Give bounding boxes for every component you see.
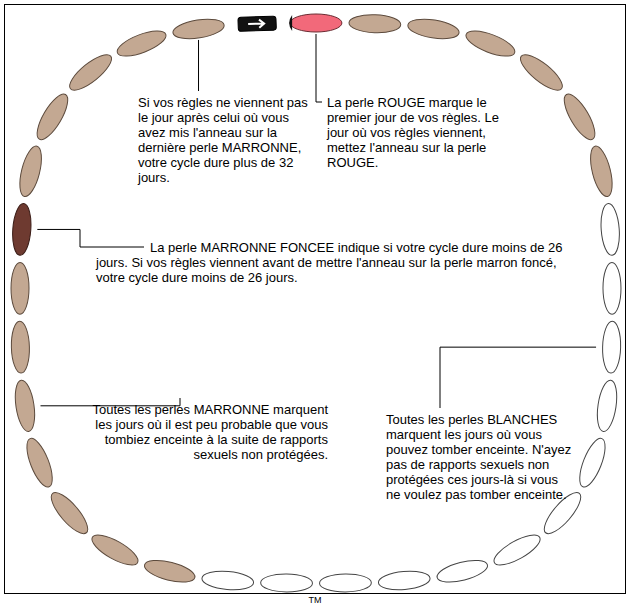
- bead: [378, 569, 431, 591]
- bead-shape: [114, 26, 169, 61]
- direction-arrow: [248, 19, 264, 28]
- bead-shape: [490, 530, 544, 571]
- bead-shape: [406, 16, 460, 42]
- bead: [114, 26, 169, 61]
- bead-ring: [11, 14, 622, 592]
- bead-shape: [349, 14, 401, 34]
- trademark-mark: TM: [295, 595, 335, 606]
- bead-shape: [594, 379, 619, 433]
- bead-shape: [575, 435, 611, 490]
- bead: [11, 321, 30, 373]
- leader-line: [198, 40, 199, 91]
- bead: [172, 16, 226, 42]
- bead-shape: [16, 144, 46, 199]
- bead-shape: [46, 488, 93, 539]
- bead-shape: [11, 321, 30, 373]
- bead-shape: [11, 262, 29, 314]
- bead-shape: [201, 569, 254, 591]
- leader-line: [37, 229, 144, 247]
- bead-shape: [11, 203, 33, 256]
- bead: [32, 90, 74, 144]
- bead: [603, 262, 621, 314]
- leader-line: [440, 347, 596, 408]
- bead-shape: [435, 556, 490, 586]
- bead: [599, 203, 621, 256]
- bead-shape: [599, 203, 621, 256]
- leader-lines: [37, 34, 596, 408]
- ring-marker: [238, 16, 276, 31]
- bead: [22, 435, 58, 490]
- bead: [88, 530, 142, 571]
- bead-shape: [22, 435, 58, 490]
- bead: [65, 49, 117, 96]
- frame-border: [5, 5, 626, 594]
- bead-shape: [12, 379, 37, 433]
- callout-text: La perle ROUGE marque le premier jour de…: [327, 95, 515, 170]
- bead-shape: [559, 90, 601, 144]
- bead-shape: [65, 49, 117, 96]
- bead-shape: [516, 49, 568, 96]
- bead: [201, 569, 254, 591]
- bead: [349, 14, 401, 34]
- ring-cap: [289, 15, 292, 31]
- bead: [435, 556, 490, 586]
- bead-shape: [261, 574, 313, 592]
- bead: [463, 26, 518, 61]
- bead: [406, 16, 460, 42]
- bead-shape: [142, 556, 197, 586]
- callout-text: Toutes les perles BLANCHES marquent les …: [386, 412, 572, 502]
- bead: [12, 379, 37, 433]
- bead: [11, 203, 33, 256]
- ring-body: [238, 16, 276, 31]
- bead-shape: [586, 144, 616, 199]
- bead: [142, 556, 197, 586]
- bead-shape: [319, 574, 371, 592]
- bead: [319, 574, 371, 592]
- callout-text: La perle MARRONNE FONCEE indique si votr…: [96, 240, 570, 285]
- bead: [586, 144, 616, 199]
- bead: [559, 90, 601, 144]
- bead: [16, 144, 46, 199]
- bead-shape: [172, 16, 226, 42]
- bead: [289, 14, 342, 32]
- bead: [575, 435, 611, 490]
- bead: [602, 321, 621, 373]
- bead-shape: [88, 530, 142, 571]
- callout-text: Si vos règles ne viennent pas le jour ap…: [138, 95, 310, 185]
- bead-shape: [463, 26, 518, 61]
- bead: [261, 574, 313, 592]
- bead: [516, 49, 568, 96]
- bead-shape: [603, 262, 621, 314]
- bead: [594, 379, 619, 433]
- bead-shape: [378, 569, 431, 591]
- bead-shape: [32, 90, 74, 144]
- bead-shape: [290, 14, 342, 32]
- bead-shape: [602, 321, 621, 373]
- bead: [490, 530, 544, 571]
- bead: [11, 262, 29, 314]
- leader-line: [316, 34, 322, 102]
- callout-text: Toutes les perles MARRONNE marquent les …: [78, 402, 328, 462]
- bead: [46, 488, 93, 539]
